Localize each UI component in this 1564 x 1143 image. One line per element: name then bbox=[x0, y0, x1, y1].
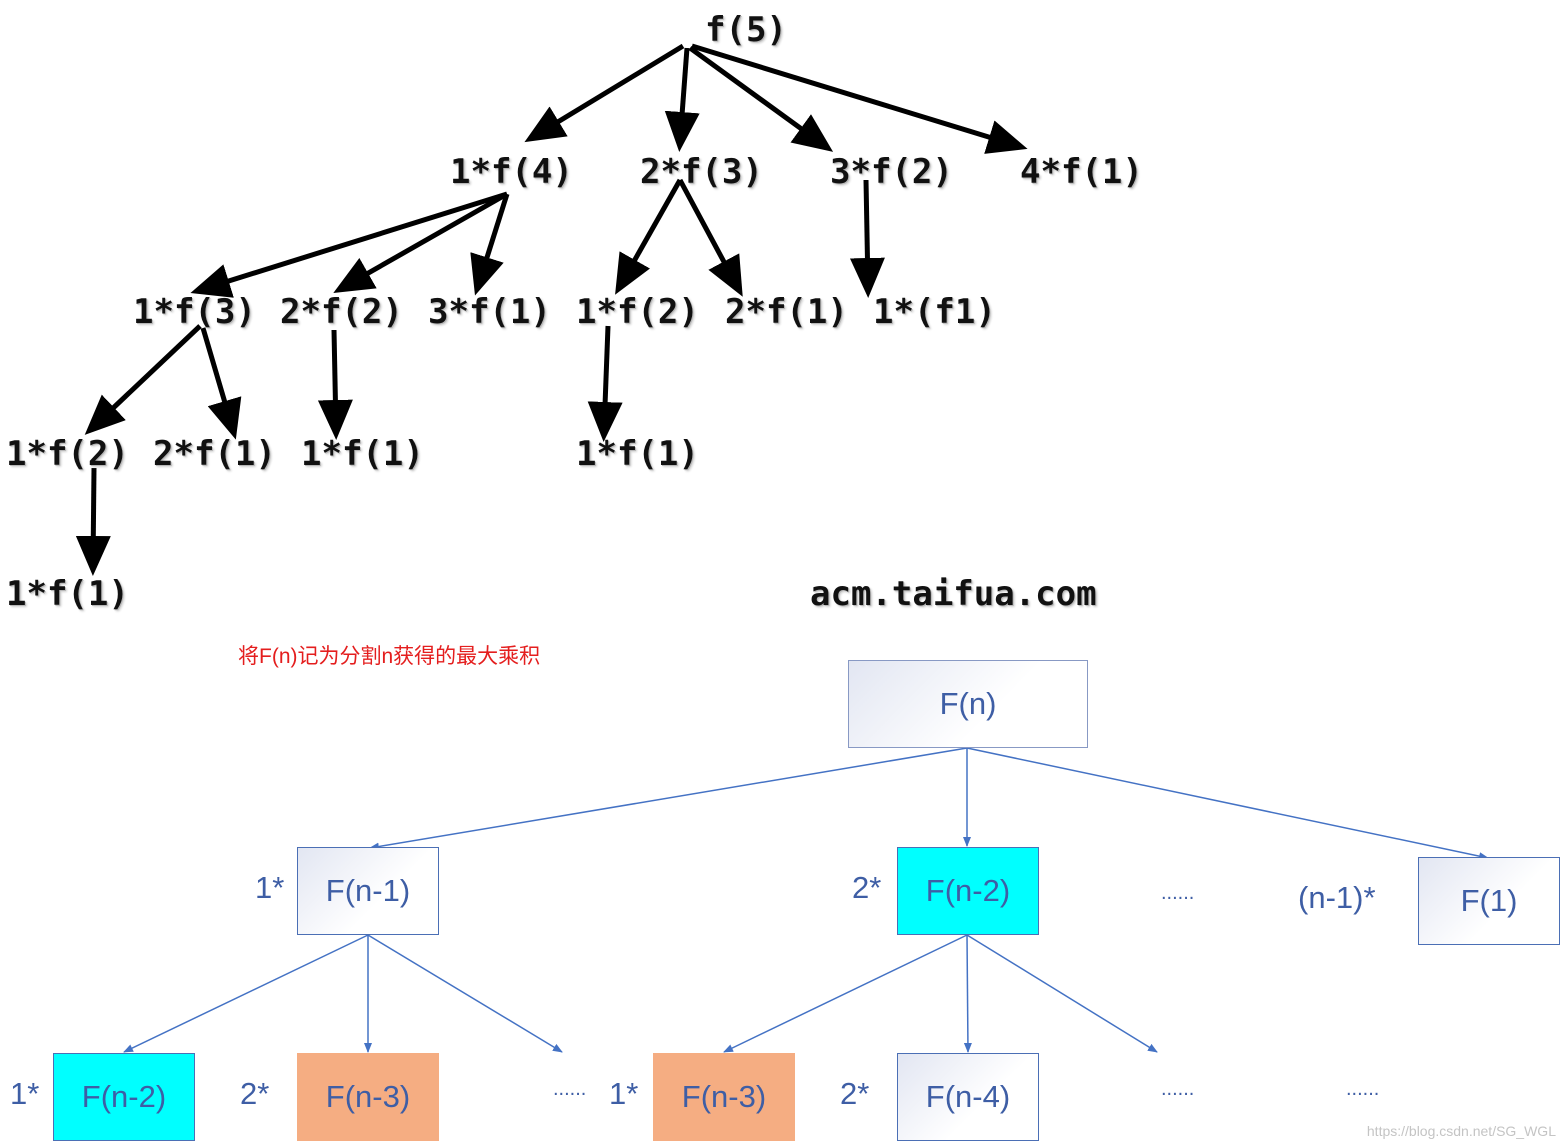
link-l1b-l2d bbox=[963, 934, 972, 1053]
node-1f1-d: 1*f(1) bbox=[301, 434, 424, 474]
link-l1b-l2c bbox=[723, 934, 968, 1053]
arrow-1f2c-1f1 bbox=[75, 467, 111, 576]
box-l1c: F(1) bbox=[1418, 857, 1560, 945]
node-2f1-c: 2*f(1) bbox=[153, 434, 276, 474]
box-l2c: F(n-3) bbox=[653, 1053, 795, 1141]
arrow-2f2-1f1 bbox=[317, 329, 353, 440]
root-box: F(n) bbox=[848, 660, 1088, 748]
arrow-1f4-2f2 bbox=[333, 191, 509, 293]
node-4f1: 4*f(1) bbox=[1020, 152, 1143, 192]
box-l1a: F(n-1) bbox=[297, 847, 439, 935]
box-l2a: F(n-2) bbox=[53, 1053, 195, 1141]
definition-note: 将F(n)记为分割n获得的最大乘积 bbox=[238, 645, 541, 668]
node-f5: f(5) bbox=[705, 10, 787, 50]
ellipsis-l2c: ...... bbox=[1346, 1078, 1380, 1100]
arrow-1f2b-1f1 bbox=[587, 325, 623, 442]
arrow-1f3-1f2 bbox=[84, 324, 202, 435]
ellipsis-l2b: ...... bbox=[1161, 1078, 1195, 1100]
node-3f2: 3*f(2) bbox=[830, 152, 953, 192]
link-l1a-l2a bbox=[123, 934, 369, 1053]
arrow-f5-1f4 bbox=[524, 43, 685, 143]
node-2f2: 2*f(2) bbox=[280, 292, 403, 332]
link-root-l1c bbox=[966, 747, 1489, 861]
arrow-2f3-1f2 bbox=[615, 178, 683, 295]
site-watermark: acm.taifua.com bbox=[810, 574, 1097, 614]
coef-l1c: (n-1)* bbox=[1298, 880, 1376, 915]
arrow-3f2-1f1 bbox=[849, 179, 885, 298]
node-2f3: 2*f(3) bbox=[640, 152, 763, 192]
node-3f1: 3*f(1) bbox=[428, 292, 551, 332]
box-l1b: F(n-2) bbox=[897, 847, 1039, 935]
box-l2d: F(n-4) bbox=[897, 1053, 1039, 1141]
coef-l2b: 2* bbox=[240, 1076, 270, 1111]
coef-l1a: 1* bbox=[255, 870, 285, 905]
arrow-2f3-2f1 bbox=[677, 178, 743, 297]
arrow-1f3-2f1 bbox=[200, 327, 242, 440]
link-l1a-dots bbox=[367, 934, 563, 1053]
arrow-f5-2f3 bbox=[664, 47, 700, 152]
arrow-1f4-1f3 bbox=[190, 191, 508, 298]
link-l1b-dots bbox=[966, 934, 1158, 1053]
node-1f3: 1*f(3) bbox=[133, 292, 256, 332]
csdn-watermark: https://blog.csdn.net/SG_WGL bbox=[1366, 1123, 1556, 1139]
node-1f1-e: 1*f(1) bbox=[576, 434, 699, 474]
coef-l2a: 1* bbox=[10, 1076, 40, 1111]
ellipsis-l2a: ...... bbox=[553, 1078, 587, 1100]
node-1f4: 1*f(4) bbox=[450, 152, 573, 192]
coef-l1b: 2* bbox=[852, 870, 882, 905]
arrow-1f4-3f1 bbox=[470, 193, 510, 296]
node-1f1-c: 1*(f1) bbox=[873, 292, 996, 332]
node-1f2-c: 1*f(2) bbox=[6, 434, 129, 474]
coef-l2d: 2* bbox=[840, 1076, 870, 1111]
node-1f2-b: 1*f(2) bbox=[576, 292, 699, 332]
node-1f1-f: 1*f(1) bbox=[6, 574, 129, 614]
ellipsis-l1: ...... bbox=[1161, 882, 1195, 904]
arrow-f5-4f1 bbox=[691, 43, 1028, 154]
coef-l2c: 1* bbox=[609, 1076, 639, 1111]
link-root-l1a bbox=[369, 747, 968, 851]
box-l2b: F(n-3) bbox=[297, 1053, 439, 1141]
node-2f1-b: 2*f(1) bbox=[725, 292, 848, 332]
arrow-f5-3f2 bbox=[688, 45, 834, 152]
